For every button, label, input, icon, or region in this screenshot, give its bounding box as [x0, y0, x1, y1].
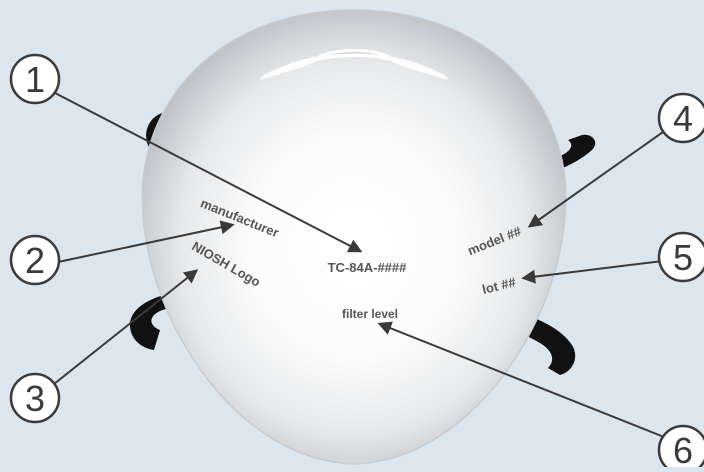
callout-3: 3 — [11, 374, 59, 422]
filter-level-label: filter level — [342, 307, 398, 321]
callout-1-number: 1 — [25, 59, 45, 100]
callout-3-number: 3 — [25, 378, 45, 419]
callout-6: 6 — [659, 426, 704, 467]
callout-4-number: 4 — [673, 98, 693, 139]
callout-2-number: 2 — [25, 240, 45, 281]
approval-number-label: TC-84A-#### — [328, 260, 408, 275]
callout-2: 2 — [11, 236, 59, 284]
callout-4: 4 — [659, 94, 704, 142]
callout-1: 1 — [11, 55, 59, 103]
callout-5: 5 — [659, 233, 704, 281]
callout-6-number: 6 — [673, 430, 693, 467]
callout-5-number: 5 — [673, 237, 693, 278]
